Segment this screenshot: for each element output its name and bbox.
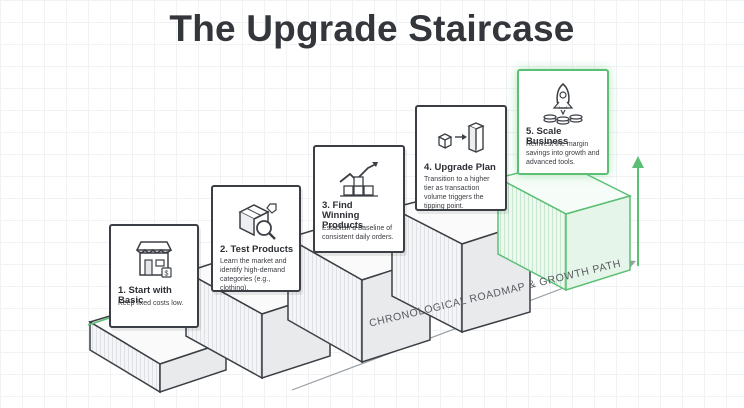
step-card-4: 4. Upgrade Plan Transition to a higher t… (415, 105, 507, 211)
box-magnifier-icon (213, 193, 299, 247)
rocket-coins-icon (519, 77, 607, 131)
step-card-5: 5. Scale Business Reinvest the margin sa… (517, 69, 609, 175)
step-description: Transition to a higher tier as transacti… (424, 176, 490, 210)
step-block-4 (389, 189, 533, 334)
step-card-3: 3. Find Winning Products Establish a bas… (313, 145, 405, 253)
step-title: 4. Upgrade Plan (424, 162, 496, 173)
storefront-icon: $ (111, 232, 197, 286)
svg-text:$: $ (165, 271, 169, 278)
step-title: 1. Start with Basic (118, 285, 172, 306)
step-description: Establish a baseline of consistent daily… (322, 225, 394, 241)
step-description: Reinvest the margin savings into growth … (526, 141, 600, 166)
step-card-2: 2. Test Products Learn the market and id… (211, 185, 301, 292)
step-title: 2. Test Products (220, 244, 294, 255)
step-block-5 (495, 161, 633, 292)
step-description: Learn the market and identify high-deman… (220, 258, 287, 292)
step-title: 5. Scale Business (526, 126, 569, 147)
step-title: 3. Find Winning Products (322, 200, 364, 231)
up-arrow-icon (632, 156, 644, 168)
trend-chart-icon (315, 153, 403, 207)
step-description: Keep fixed costs low. (118, 300, 184, 307)
step-card-1: $ 1. Start with Basic Keep fixed costs l… (109, 224, 199, 328)
cube-upgrade-icon (417, 113, 505, 167)
page-title: The Upgrade Staircase (169, 8, 575, 49)
